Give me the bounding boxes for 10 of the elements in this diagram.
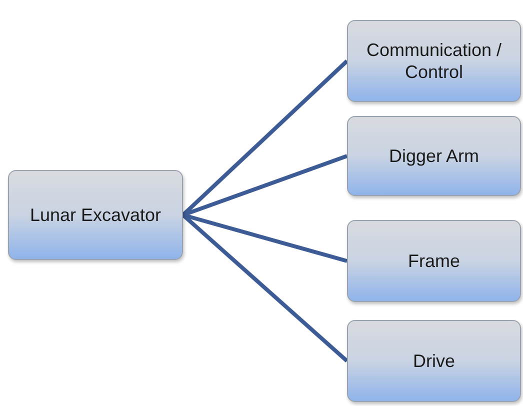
component-box [8,170,183,260]
node-label: Lunar Excavator [30,204,162,226]
node-label: Communication / Control [365,38,503,84]
node-label: Drive [412,350,455,372]
component-box [347,320,521,402]
node-label: Digger Arm [388,144,480,168]
component-box [347,20,521,102]
node-label: Frame [408,250,460,272]
component-box [347,220,521,302]
component-box [347,116,521,196]
